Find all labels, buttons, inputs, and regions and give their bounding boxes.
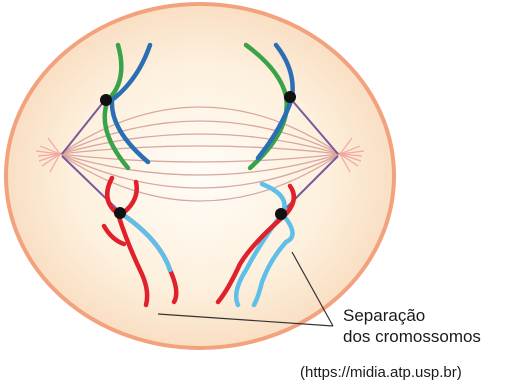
centromere-lower-left	[114, 207, 126, 219]
cell-membrane	[6, 4, 394, 348]
centromere-upper-left	[100, 94, 112, 106]
centromere-upper-right	[284, 91, 296, 103]
centromere-lower-right	[275, 208, 287, 220]
label-separation-line1: Separação	[343, 306, 425, 326]
source-caption: (https://midia.atp.usp.br)	[300, 364, 462, 381]
label-separation-line2: dos cromossomos	[343, 327, 481, 347]
